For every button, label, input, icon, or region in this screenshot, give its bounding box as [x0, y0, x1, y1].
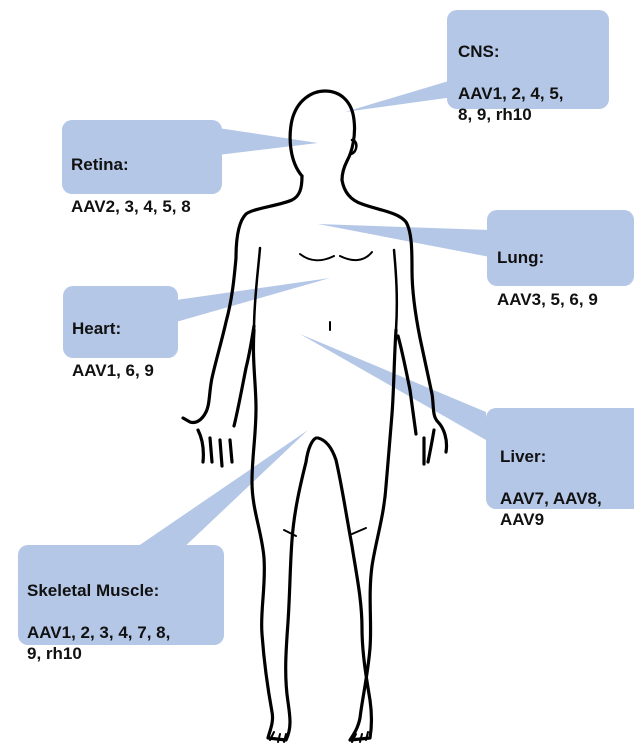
body-right-outline: [318, 180, 447, 740]
heart-label: Heart:: [72, 318, 169, 339]
cns-serotypes: AAV1, 2, 4, 5, 8, 9, rh10: [458, 83, 600, 125]
liver-serotypes: AAV7, AAV8, AAV9: [500, 488, 625, 530]
lung-callout: Lung: AAV3, 5, 6, 9: [487, 210, 634, 286]
heart-serotypes: AAV1, 6, 9: [72, 360, 169, 381]
skeletal-muscle-label: Skeletal Muscle:: [27, 580, 215, 601]
cns-callout: CNS: AAV1, 2, 4, 5, 8, 9, rh10: [447, 10, 609, 109]
liver-label: Liver:: [500, 446, 625, 467]
retina-label: Retina:: [71, 154, 213, 175]
skeletal-muscle-callout: Skeletal Muscle: AAV1, 2, 3, 4, 7, 8, 9,…: [18, 545, 224, 645]
lung-serotypes: AAV3, 5, 6, 9: [497, 289, 625, 310]
liver-callout: Liver: AAV7, AAV8, AAV9: [486, 408, 634, 509]
cns-label: CNS:: [458, 41, 600, 62]
lung-label: Lung:: [497, 247, 625, 268]
heart-callout: Heart: AAV1, 6, 9: [63, 286, 178, 358]
skeletal-muscle-serotypes: AAV1, 2, 3, 4, 7, 8, 9, rh10: [27, 622, 215, 664]
retina-serotypes: AAV2, 3, 4, 5, 8: [71, 196, 213, 217]
head-outline: [290, 91, 354, 180]
retina-callout: Retina: AAV2, 3, 4, 5, 8: [62, 120, 222, 194]
